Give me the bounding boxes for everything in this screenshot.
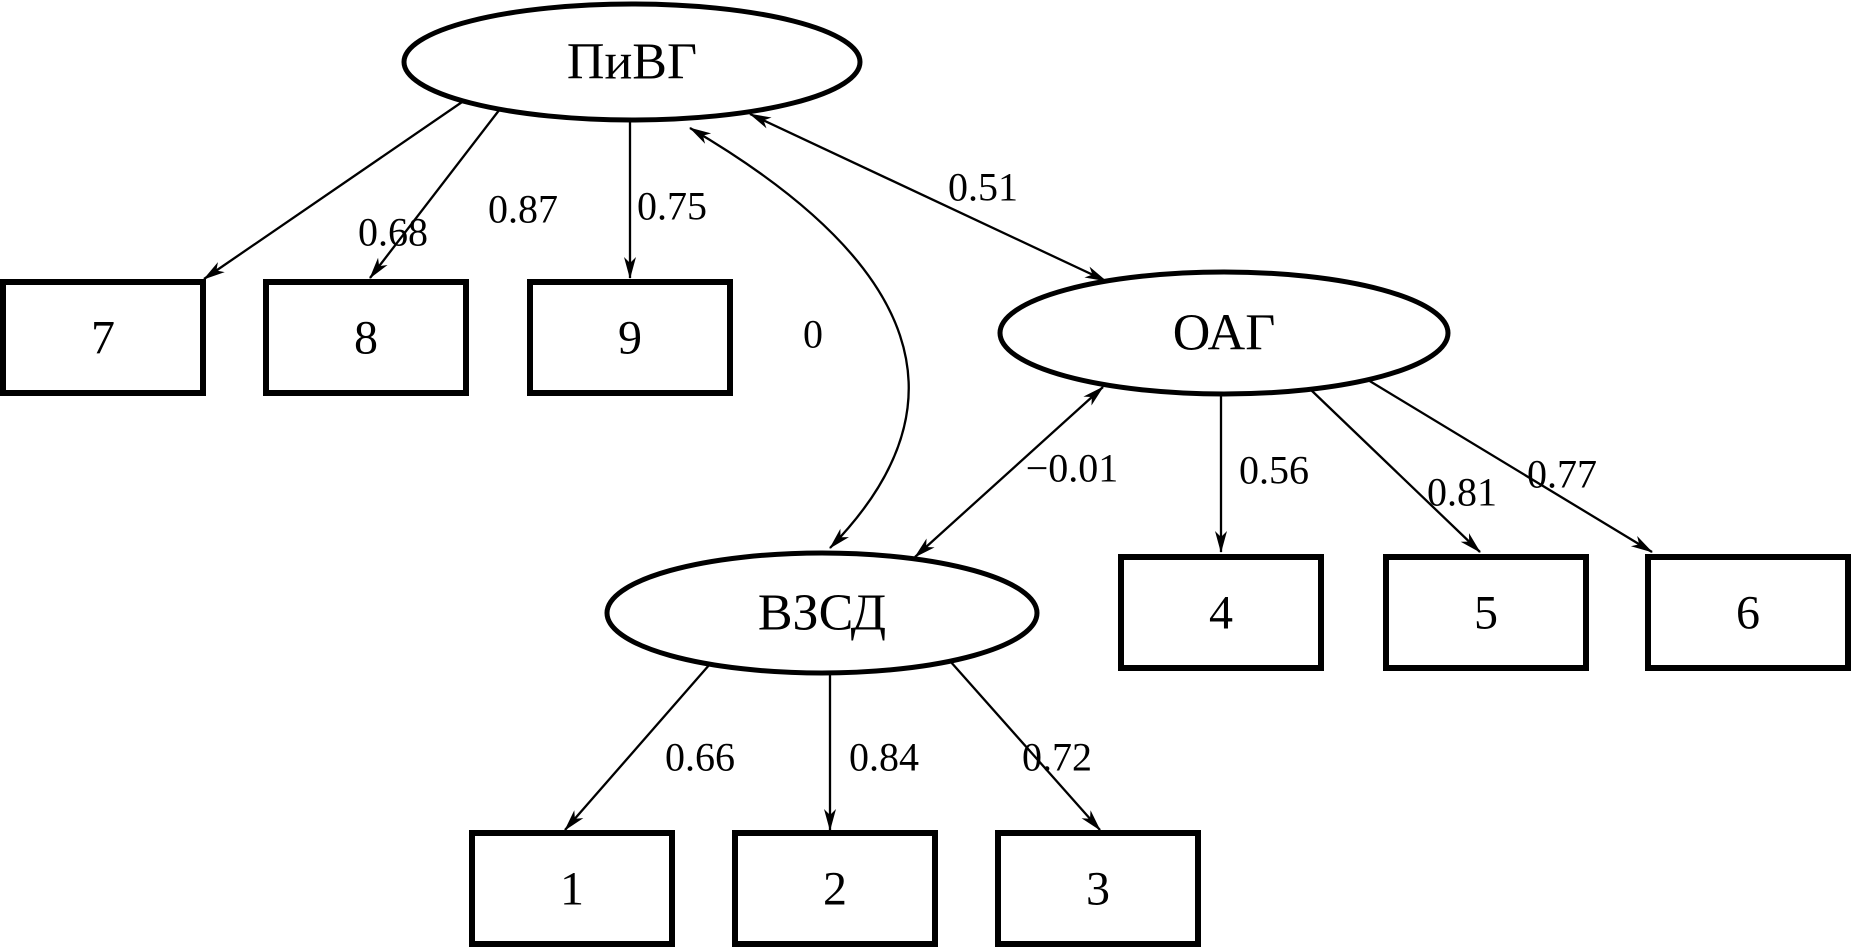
observed-node-1: 1	[469, 830, 675, 947]
latent-node-pivg-label: ПиВГ	[567, 34, 697, 91]
edge-oag-6: 0.77	[1367, 379, 1653, 553]
edge-vzsd-2-label: 0.84	[849, 735, 919, 780]
observed-nodes-layer: 7 8 9 4 5 6 1 2	[0, 279, 1851, 947]
observed-node-9-box	[527, 279, 733, 396]
edge-vzsd-2: 0.84	[824, 673, 919, 831]
latent-node-oag-label: ОАГ	[1173, 305, 1276, 362]
observed-node-6-box	[1645, 554, 1851, 671]
observed-node-3: 3	[995, 830, 1201, 947]
observed-node-1-label: 1	[560, 863, 584, 916]
observed-node-9-label: 9	[618, 312, 642, 365]
edge-pivg-7-arrow	[203, 99, 466, 280]
edge-pivg-9-label: 0.75	[637, 184, 707, 229]
observed-node-5-box	[1383, 554, 1589, 671]
latent-node-oag: ОАГ	[997, 269, 1451, 397]
observed-node-5: 5	[1383, 554, 1589, 671]
observed-node-4: 4	[1118, 554, 1324, 671]
edge-oag-5: 0.81	[1309, 388, 1497, 553]
observed-node-2-box	[732, 830, 938, 947]
edge-oag-vzsd-arrow	[914, 386, 1104, 558]
edge-pivg-8: 0.87	[369, 108, 558, 279]
latent-node-oag-ellipse	[997, 269, 1451, 397]
observed-node-4-label: 4	[1209, 587, 1233, 640]
observed-node-2-label: 2	[823, 863, 847, 916]
edge-vzsd-3-arrow	[949, 660, 1101, 831]
observed-node-6: 6	[1645, 554, 1851, 671]
latent-node-pivg: ПиВГ	[401, 1, 863, 123]
edge-vzsd-3-label: 0.72	[1022, 735, 1092, 780]
observed-node-7-label: 7	[91, 312, 115, 365]
observed-node-6-label: 6	[1736, 587, 1760, 640]
latent-node-vzsd: ВЗСД	[604, 550, 1040, 676]
latent-node-pivg-ellipse	[401, 1, 863, 123]
edge-pivg-vzsd-label: 0	[803, 312, 823, 357]
latent-node-vzsd-label: ВЗСД	[758, 585, 886, 642]
edge-pivg-9: 0.75	[624, 121, 707, 279]
edge-pivg-oag-label: 0.51	[948, 165, 1018, 210]
observed-node-1-box	[469, 830, 675, 947]
edge-pivg-8-label: 0.87	[488, 187, 558, 232]
edge-vzsd-1: 0.66	[564, 663, 735, 831]
edge-oag-5-label: 0.81	[1427, 470, 1497, 515]
edge-oag-vzsd: −0.01	[914, 386, 1119, 558]
observed-node-3-box	[995, 830, 1201, 947]
edge-oag-6-arrow	[1367, 379, 1653, 553]
observed-node-8: 8	[263, 279, 469, 396]
observed-node-9: 9	[527, 279, 733, 396]
edge-vzsd-3: 0.72	[949, 660, 1101, 831]
edge-pivg-oag-arrow	[749, 112, 1107, 283]
edges-layer: 0.68 0.87 0.75 0.51 0 −0.01 0.56	[203, 99, 1653, 831]
edge-pivg-7: 0.68	[203, 99, 466, 280]
observed-node-8-box	[263, 279, 469, 396]
observed-node-2: 2	[732, 830, 938, 947]
edge-vzsd-1-arrow	[564, 663, 711, 831]
edge-oag-4-label: 0.56	[1239, 448, 1309, 493]
edge-pivg-vzsd: 0	[689, 127, 910, 549]
observed-node-3-label: 3	[1086, 863, 1110, 916]
latent-nodes-layer: ПиВГ ОАГ ВЗСД	[401, 1, 1451, 676]
edge-oag-6-label: 0.77	[1527, 452, 1597, 497]
observed-node-7: 7	[0, 279, 206, 396]
latent-node-vzsd-ellipse	[604, 550, 1040, 676]
observed-node-8-label: 8	[354, 312, 378, 365]
edge-vzsd-1-label: 0.66	[665, 735, 735, 780]
edge-oag-vzsd-label: −0.01	[1026, 446, 1119, 491]
edge-pivg-oag: 0.51	[749, 112, 1107, 283]
observed-node-7-box	[0, 279, 206, 396]
observed-node-4-box	[1118, 554, 1324, 671]
edge-pivg-8-arrow	[369, 108, 501, 279]
observed-node-5-label: 5	[1474, 587, 1498, 640]
edge-oag-5-arrow	[1309, 388, 1481, 553]
edge-pivg-vzsd-arrow	[689, 127, 910, 549]
edge-oag-4: 0.56	[1215, 394, 1309, 553]
